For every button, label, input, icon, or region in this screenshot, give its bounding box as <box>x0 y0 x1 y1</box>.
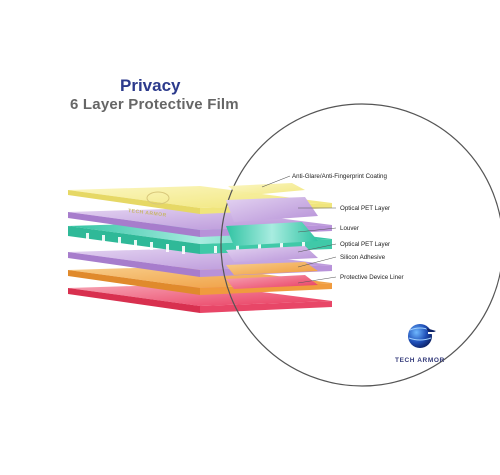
layer-labels: Anti-Glare/Anti-Fingerprint Coating Opti… <box>292 173 404 281</box>
magnified-layers <box>226 183 318 289</box>
watermark-logo-icon <box>146 191 170 205</box>
brand-name: TECH ARMOR <box>395 357 445 364</box>
brand-logo: TECH ARMOR <box>395 324 445 364</box>
page-title: Privacy <box>120 76 181 95</box>
label-optical-pet-lower: Optical PET Layer <box>340 241 390 248</box>
label-anti-glare: Anti-Glare/Anti-Fingerprint Coating <box>292 173 387 180</box>
globe-logo-icon <box>408 324 436 348</box>
label-optical-pet-upper: Optical PET Layer <box>340 205 390 212</box>
label-silicon-adhesive: Silicon Adhesive <box>340 254 386 261</box>
label-louver: Louver <box>340 225 359 232</box>
magnifier-circle <box>220 103 500 387</box>
callout-lines <box>261 175 337 284</box>
page-subtitle: 6 Layer Protective Film <box>70 96 239 113</box>
film-watermark: TECH ARMOR <box>128 208 167 219</box>
louver-slats <box>86 233 305 254</box>
label-protective-liner: Protective Device Liner <box>340 274 404 281</box>
